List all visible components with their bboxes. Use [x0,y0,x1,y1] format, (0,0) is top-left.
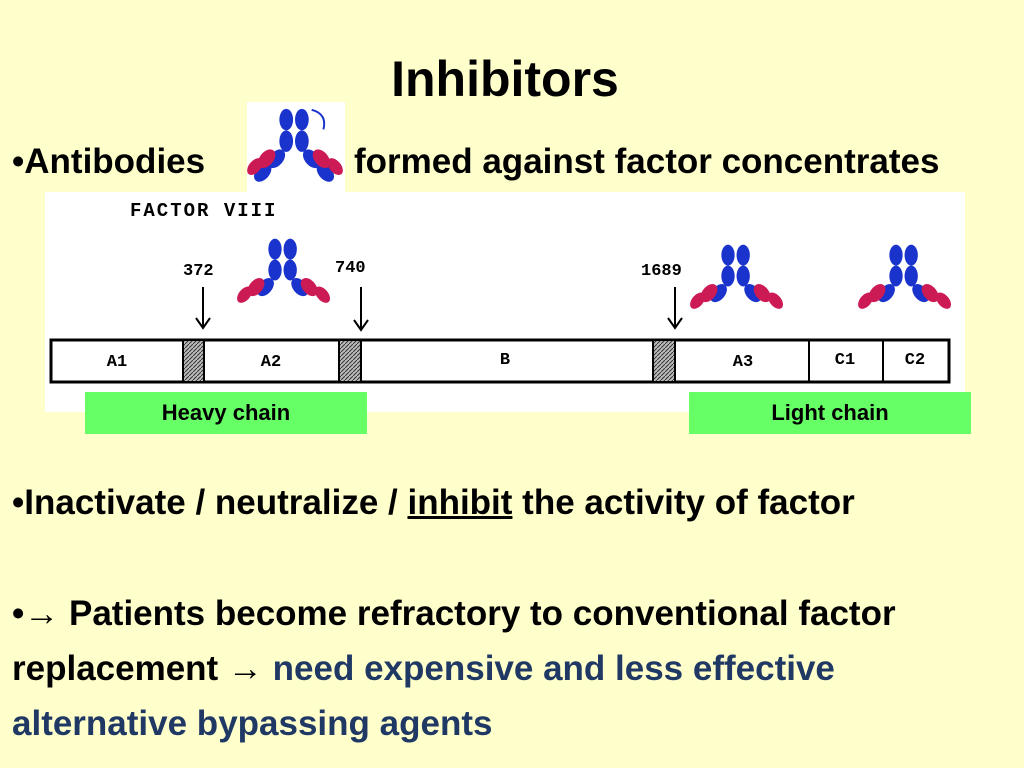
factor-viii-diagram: FACTOR VIII 372 740 1689 A1 A2 B A3 C1 C… [45,192,965,412]
domain-c2: C2 [905,351,925,370]
bullet-inactivate-pre: Inactivate / neutralize / [24,483,408,522]
heavy-chain-label: Heavy chain [85,392,367,434]
bullet-refractory-blue: need expensive and less effective altern… [12,649,835,743]
domain-a2: A2 [261,353,281,372]
site-label-740: 740 [335,259,366,278]
antibody-icon-a2 [237,232,332,320]
bullet-antibodies-rest: formed against factor concentrates [354,142,940,181]
bullet-inactivate-underlined: inhibit [407,483,513,522]
light-chain-label: Light chain [689,392,971,434]
diagram-title: FACTOR VIII [130,200,277,222]
arrow-1689 [667,287,683,330]
bullet-refractory-black: → Patients become refractory to conventi… [12,594,896,688]
antibody-icon [247,102,345,192]
slide-title: Inhibitors [391,51,619,107]
site-label-1689: 1689 [641,262,682,281]
domain-bar: A1 A2 B A3 C1 C2 [49,338,951,384]
antibody-icon-c2 [858,238,953,326]
hatch-segment-1 [182,339,205,383]
cleavage-arrows [195,287,683,332]
site-label-372: 372 [183,262,214,281]
antibody-shape [247,108,343,182]
domain-a3: A3 [733,353,753,372]
bullet-antibodies-label: Antibodies [24,142,206,181]
hatch-segment-3 [652,339,676,383]
bullet-inactivate-post: the activity of factor [512,483,855,522]
bullet-antibodies: •Antibodies [12,142,206,181]
arrow-740 [353,287,369,332]
antibody-icon-a3 [690,238,785,326]
arrow-372 [195,287,211,330]
bullet-refractory: •→ Patients become refractory to convent… [12,594,896,743]
bullet-inactivate: •Inactivate / neutralize / inhibit the a… [12,483,855,522]
domain-a1: A1 [107,353,127,372]
hatch-segment-2 [338,339,362,383]
domain-c1: C1 [835,351,855,370]
domain-b: B [500,351,510,370]
